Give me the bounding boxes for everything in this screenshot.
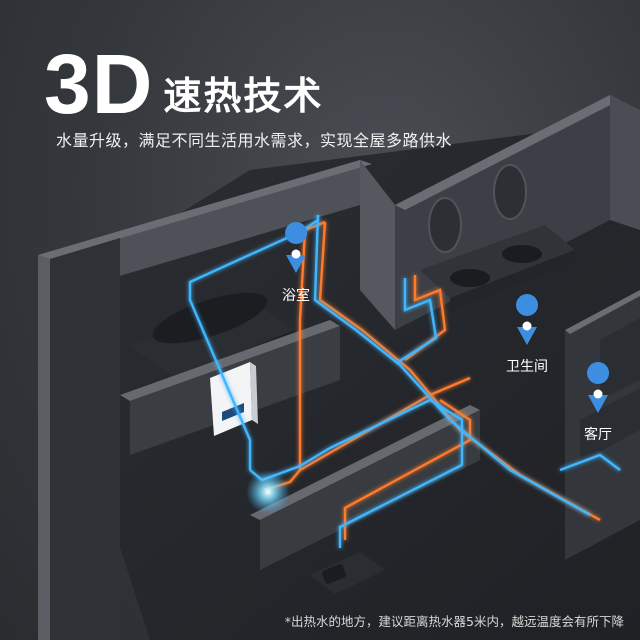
- mirror-right: [493, 164, 527, 220]
- footnote: *出热水的地方，建议距离热水器5米内，越远温度会有所下降: [284, 614, 624, 629]
- mirror-left: [428, 197, 462, 253]
- pin-label-living-room: 客厅: [584, 427, 612, 443]
- location-pin-icon: [587, 362, 610, 413]
- left-outer-wall: [38, 255, 50, 640]
- bathtub: [128, 300, 295, 378]
- subtitle: 水量升级，满足不同生活用水需求，实现全屋多路供水: [56, 131, 453, 150]
- headline-title: 速热技术: [163, 74, 324, 118]
- pin-washroom: 卫生间: [497, 354, 557, 376]
- pin-label-bathroom: 浴室: [282, 288, 310, 304]
- basin-right: [502, 245, 542, 263]
- pin-living-room: 客厅: [568, 422, 628, 444]
- bath-divider-wall: [360, 160, 395, 330]
- inner-wall-mid: [250, 405, 480, 520]
- location-pin-icon: [285, 222, 308, 273]
- pin-bathroom: 浴室: [266, 283, 326, 305]
- headline-3d: 3D: [44, 37, 154, 131]
- flow-glow: [246, 470, 290, 514]
- pin-label-washroom: 卫生间: [506, 359, 548, 375]
- location-pin-icon: [516, 294, 539, 345]
- inner-wall-top: [120, 320, 340, 401]
- basin-left: [450, 269, 490, 287]
- headline: 3D 速热技术: [44, 42, 323, 126]
